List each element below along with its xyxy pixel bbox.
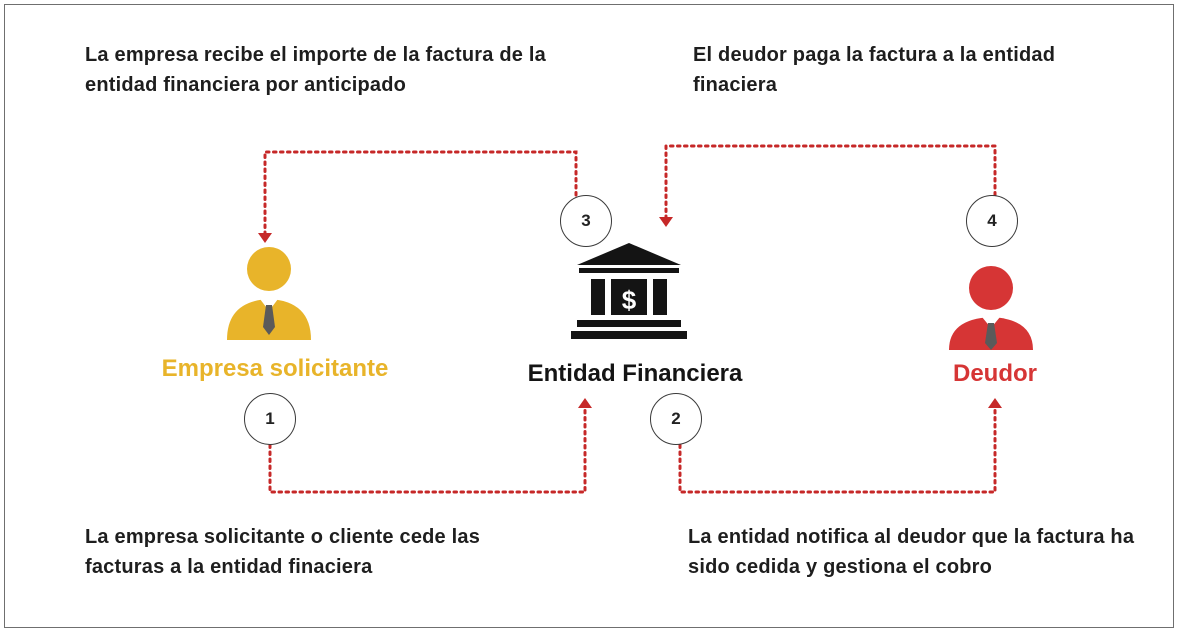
arrow-step1 bbox=[268, 406, 587, 494]
arrow-step2 bbox=[678, 406, 997, 494]
caption-step4: El deudor paga la factura a la entidad f… bbox=[693, 44, 1056, 96]
step-circle-2: 2 bbox=[650, 393, 702, 445]
step-circle-3: 3 bbox=[560, 195, 612, 247]
empresa-person-icon bbox=[227, 247, 311, 340]
flow-arrows bbox=[258, 144, 1002, 494]
caption-step3: La empresa recibe el importe de la factu… bbox=[85, 44, 546, 96]
arrowhead-step3 bbox=[258, 233, 272, 243]
step-circle-1: 1 bbox=[244, 393, 296, 445]
arrowhead-step2 bbox=[988, 398, 1002, 408]
bank-icon: $ bbox=[571, 243, 687, 339]
svg-text:$: $ bbox=[622, 285, 637, 315]
deudor-person-icon bbox=[949, 266, 1033, 350]
entidad-label: Entidad Financiera bbox=[527, 360, 743, 387]
arrowhead-step1 bbox=[578, 398, 592, 408]
deudor-label: Deudor bbox=[953, 360, 1037, 387]
arrowhead-step4 bbox=[659, 217, 673, 227]
step-circle-4: 4 bbox=[966, 195, 1018, 247]
diagram-canvas: $ La empresa recibe el importe de la fac… bbox=[4, 4, 1174, 628]
arrow-step4 bbox=[664, 144, 997, 219]
person-icon: $ bbox=[227, 243, 1033, 350]
empresa-label: Empresa solicitante bbox=[161, 355, 389, 382]
arrow-step3 bbox=[263, 150, 578, 235]
caption-step2: La entidad notifica al deudor que la fac… bbox=[688, 526, 1135, 578]
caption-step1: La empresa solicitante o cliente cede la… bbox=[85, 526, 481, 578]
